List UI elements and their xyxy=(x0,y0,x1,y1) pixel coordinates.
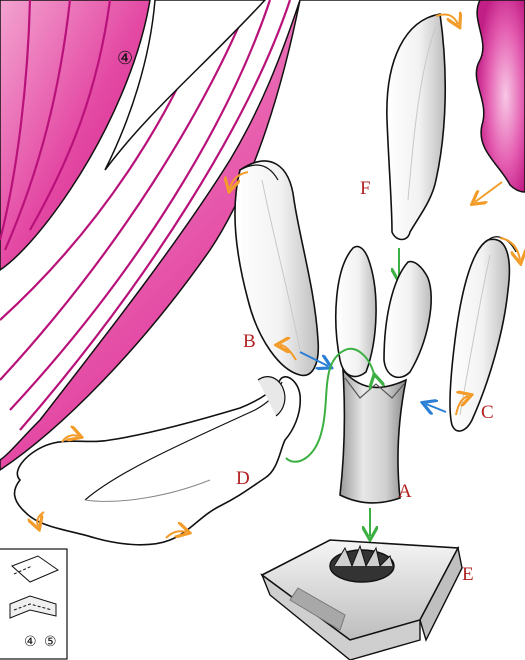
petal-f xyxy=(387,14,445,240)
legend-step-4: ④ xyxy=(24,634,37,650)
part-e-base xyxy=(262,540,462,660)
step-number-badge: ④ xyxy=(117,48,133,69)
legend-box: ④ ⑤ xyxy=(0,549,67,659)
svg-text:④: ④ xyxy=(117,48,133,69)
label-e: E xyxy=(462,564,474,585)
label-b: B xyxy=(243,331,256,352)
part-a-assembly xyxy=(336,246,431,502)
legend-step-5: ⑤ xyxy=(44,634,57,650)
label-c: C xyxy=(481,402,494,423)
label-a: A xyxy=(398,481,412,502)
label-f: F xyxy=(360,178,371,199)
pink-blob-top-right xyxy=(476,0,525,192)
label-d: D xyxy=(236,468,250,489)
